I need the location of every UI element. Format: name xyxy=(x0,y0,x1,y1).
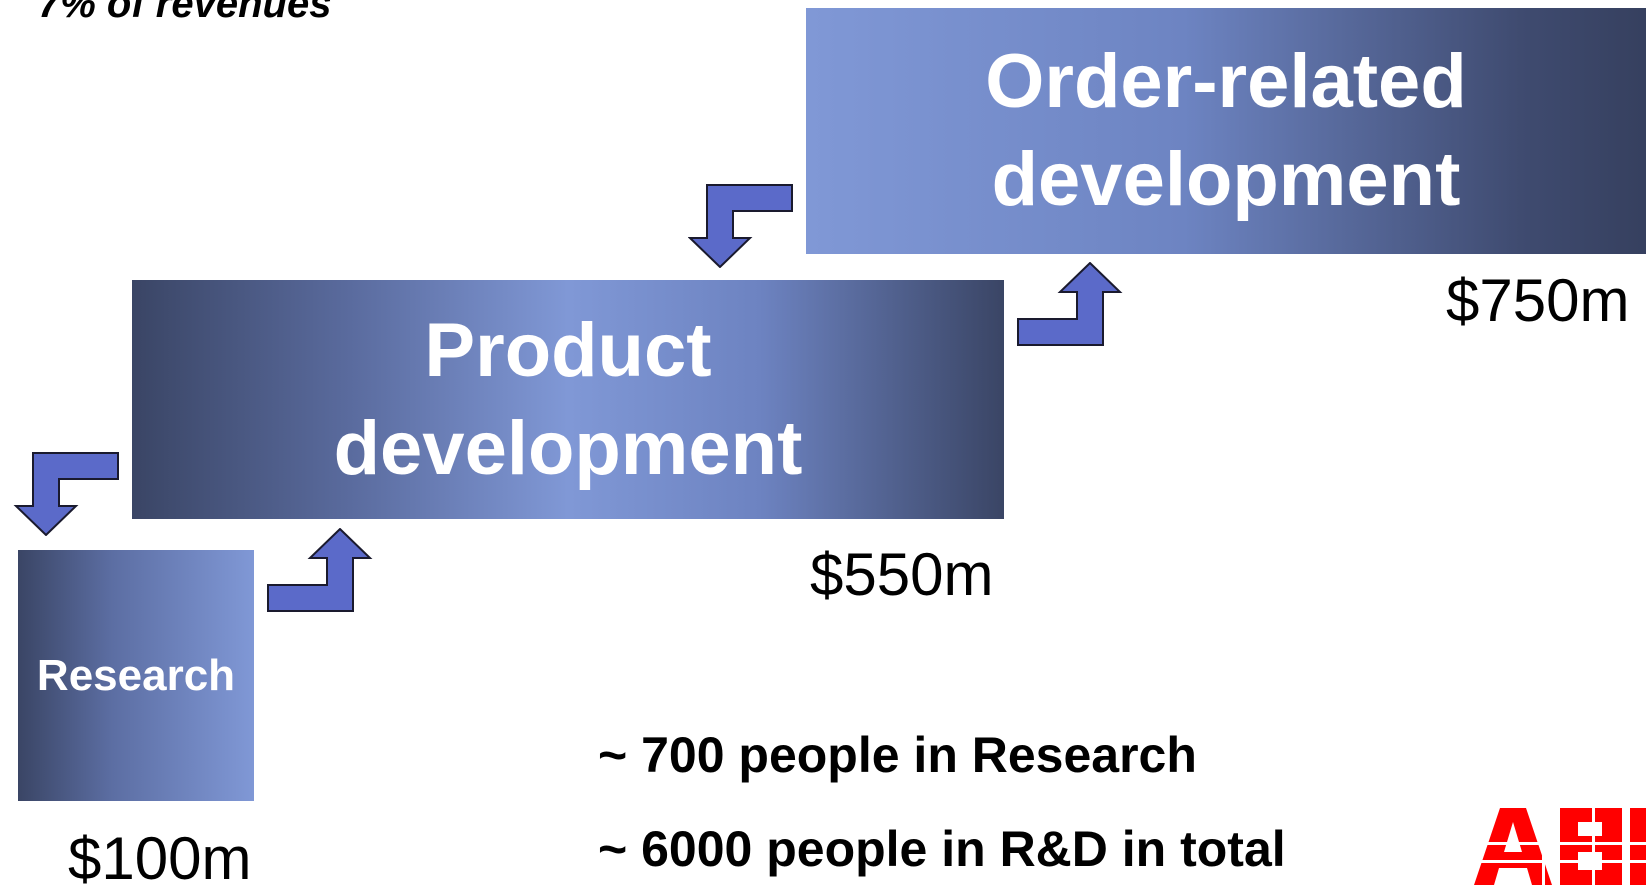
bent-up-arrow-icon xyxy=(1016,262,1126,346)
product-development-title: Product development xyxy=(333,307,803,491)
product-development-value: $550m xyxy=(810,541,994,608)
research-value: $100m xyxy=(68,825,252,892)
order-related-development-title: Order-related development xyxy=(985,39,1467,222)
research-title: Research xyxy=(36,650,236,700)
order-related-value: $750m xyxy=(1446,267,1630,334)
research-people-stat: ~ 700 people in Research xyxy=(598,727,1197,783)
bent-down-arrow-icon xyxy=(10,452,120,536)
research-box: Research xyxy=(18,550,254,801)
abb-logo xyxy=(1474,808,1646,885)
top-caption: 7% of revenues xyxy=(38,0,332,26)
order-related-development-box: Order-related development xyxy=(806,8,1646,254)
total-people-stat: ~ 6000 people in R&D in total xyxy=(598,821,1286,877)
product-development-box: Product development xyxy=(132,280,1004,519)
bent-up-arrow-icon xyxy=(266,528,376,612)
bent-down-arrow-icon xyxy=(688,184,798,268)
